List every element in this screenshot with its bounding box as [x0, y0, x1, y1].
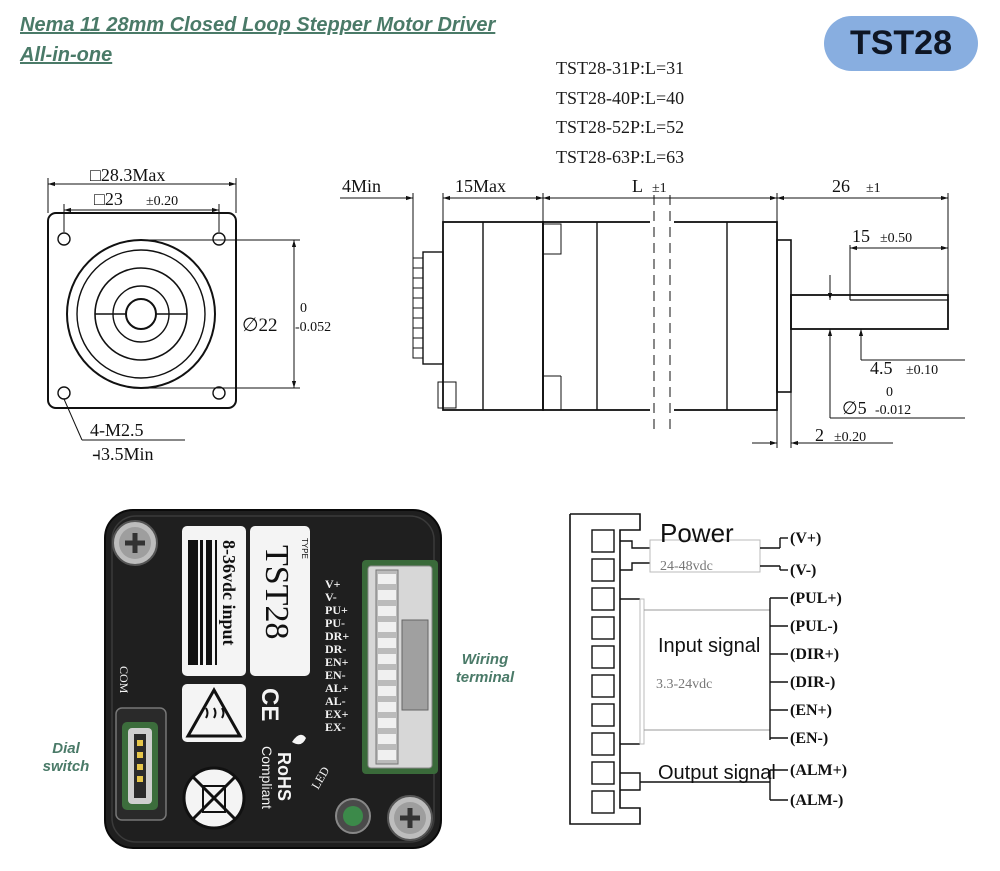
- dim-body-length: L: [632, 176, 643, 196]
- wiring-pin-label: (EN-): [790, 730, 828, 747]
- dim-shaft-dia-tol-lower: -0.012: [875, 403, 911, 418]
- terminal-pin: V-: [325, 590, 337, 604]
- wiring-pin-label: (ALM+): [790, 762, 847, 779]
- wiring-pin-label: (ALM-): [790, 792, 843, 809]
- compliant-label: Compliant: [259, 746, 275, 809]
- wiring-pin-label: (V-): [790, 562, 816, 579]
- input-voltage: 3.3-24vdc: [656, 677, 712, 692]
- driver-photo: [104, 509, 442, 849]
- mount-hole: [57, 386, 71, 400]
- terminal-pin: EX+: [325, 707, 349, 721]
- dim-flat-length-tol: ±0.50: [880, 231, 912, 246]
- status-led: [343, 806, 363, 826]
- dial-callout-line1: Dial: [52, 740, 80, 757]
- dim-thread: 4-M2.5: [90, 420, 144, 440]
- dim-connector-min: 4Min: [342, 176, 381, 196]
- power-voltage: 24-48vdc: [660, 559, 713, 574]
- terminal-pin: EN-: [325, 668, 346, 682]
- wiring-connector-outline: [569, 513, 641, 825]
- dim-hole-pitch: □23: [94, 189, 123, 209]
- wiring-callout-line2: terminal: [455, 669, 515, 686]
- mount-hole: [57, 232, 71, 246]
- wiring-callout-line1: Wiring: [461, 651, 509, 668]
- wiring-pin-label: (V+): [790, 530, 821, 547]
- dim-driver-max: 15Max: [455, 176, 506, 196]
- body-notch: [542, 223, 562, 255]
- dim-boss-tol: ±0.20: [834, 430, 866, 445]
- terminal-pin-list: V+ V- PU+ PU- DR+ DR- EN+ EN- AL+ AL- EX…: [325, 577, 349, 734]
- variant-item: TST28-40P:L=40: [556, 87, 685, 108]
- output-title: Output signal: [658, 762, 776, 784]
- driver-housing: [442, 221, 544, 411]
- dim-thread-depth: ⫞3.5Min: [92, 444, 154, 464]
- motor-flange: [47, 212, 237, 409]
- shaft-boss: [776, 239, 792, 393]
- dim-pilot-tol-lower: -0.052: [295, 320, 331, 335]
- hot-surface-warning-icon: [185, 686, 243, 738]
- connector-pin-boxes: [591, 529, 615, 814]
- side-view: [340, 193, 965, 448]
- variant-item: TST28-63P:L=63: [556, 146, 685, 167]
- pilot-circle: [66, 239, 216, 389]
- dim-flat-length: 15: [852, 226, 870, 246]
- input-title: Input signal: [658, 635, 760, 657]
- dim-shaft-length: 26: [832, 176, 850, 196]
- terminal-pin: V+: [325, 577, 341, 591]
- variant-item: TST28-31P:L=31: [556, 58, 685, 78]
- rohs-label: RoHS: [274, 752, 294, 801]
- variant-list: TST28-31P:L=31 TST28-40P:L=40 TST28-52P:…: [556, 54, 684, 172]
- terminal-pin: PU+: [325, 603, 348, 617]
- dim-pilot-tol-upper: 0: [300, 301, 307, 316]
- dim-hole-pitch-tol: ±0.20: [146, 194, 178, 209]
- dial-callout-line2: switch: [42, 758, 90, 775]
- model-label: TST28: [258, 545, 295, 639]
- dim-body-length-tol: ±1: [652, 181, 667, 196]
- dim-outer-square: □28.3Max: [90, 165, 165, 185]
- model-label-panel: [250, 526, 310, 676]
- wiring-pin-label: (EN+): [790, 702, 832, 719]
- mount-hole: [212, 232, 226, 246]
- front-view: [47, 178, 300, 441]
- wiring-diagram: [569, 513, 788, 825]
- dim-flat-depth: 4.5: [870, 358, 893, 378]
- title-line-1: Nema 11 28mm Closed Loop Stepper Motor D…: [20, 14, 496, 36]
- shaft-end: [125, 298, 157, 330]
- dial-switch-callout: Dial switch: [28, 740, 104, 776]
- wiring-pin-label: (PUL-): [790, 618, 838, 635]
- driver-clip: [437, 381, 457, 409]
- terminal-pin: AL-: [325, 694, 346, 708]
- terminal-pin: AL+: [325, 681, 349, 695]
- mount-hole: [212, 386, 226, 400]
- rohs-leaf-icon: [292, 734, 306, 745]
- variant-item: TST28-52P:L=52: [556, 117, 685, 137]
- terminal-pin: DR-: [325, 642, 346, 656]
- terminal-pin: EX-: [325, 720, 346, 734]
- dim-pilot-dia: ∅22: [242, 315, 278, 336]
- model-badge: TST28: [824, 16, 978, 71]
- ce-mark: CE: [256, 688, 283, 721]
- com-label: COM: [117, 666, 131, 694]
- dim-shaft-dia-tol-upper: 0: [886, 385, 893, 400]
- voltage-label: 8-36vdc input: [219, 540, 239, 646]
- title-line-2: All-in-one: [20, 44, 113, 66]
- pilot-inner: [76, 249, 206, 379]
- dim-flat-depth-tol: ±0.10: [906, 363, 938, 378]
- dim-shaft-dia: ∅5: [842, 398, 867, 418]
- wiring-pin-label: (PUL+): [790, 590, 842, 607]
- terminal-pin: DR+: [325, 629, 349, 643]
- wiring-pin-labels: (V+) (V-) (PUL+) (PUL-) (DIR+) (DIR-) (E…: [790, 530, 847, 809]
- dim-boss: 2: [815, 425, 824, 445]
- power-title: Power: [660, 518, 734, 548]
- terminal-pin: PU-: [325, 616, 345, 630]
- wiring-pin-label: (DIR+): [790, 646, 839, 663]
- connector-housing: [422, 251, 444, 365]
- shaft: [790, 294, 949, 330]
- dim-shaft-length-tol: ±1: [866, 181, 881, 196]
- terminal-pin: EN+: [325, 655, 349, 669]
- wiring-pin-label: (DIR-): [790, 674, 835, 691]
- type-label: TYPE: [300, 538, 309, 559]
- wiring-terminal-callout: Wiring terminal: [440, 651, 530, 687]
